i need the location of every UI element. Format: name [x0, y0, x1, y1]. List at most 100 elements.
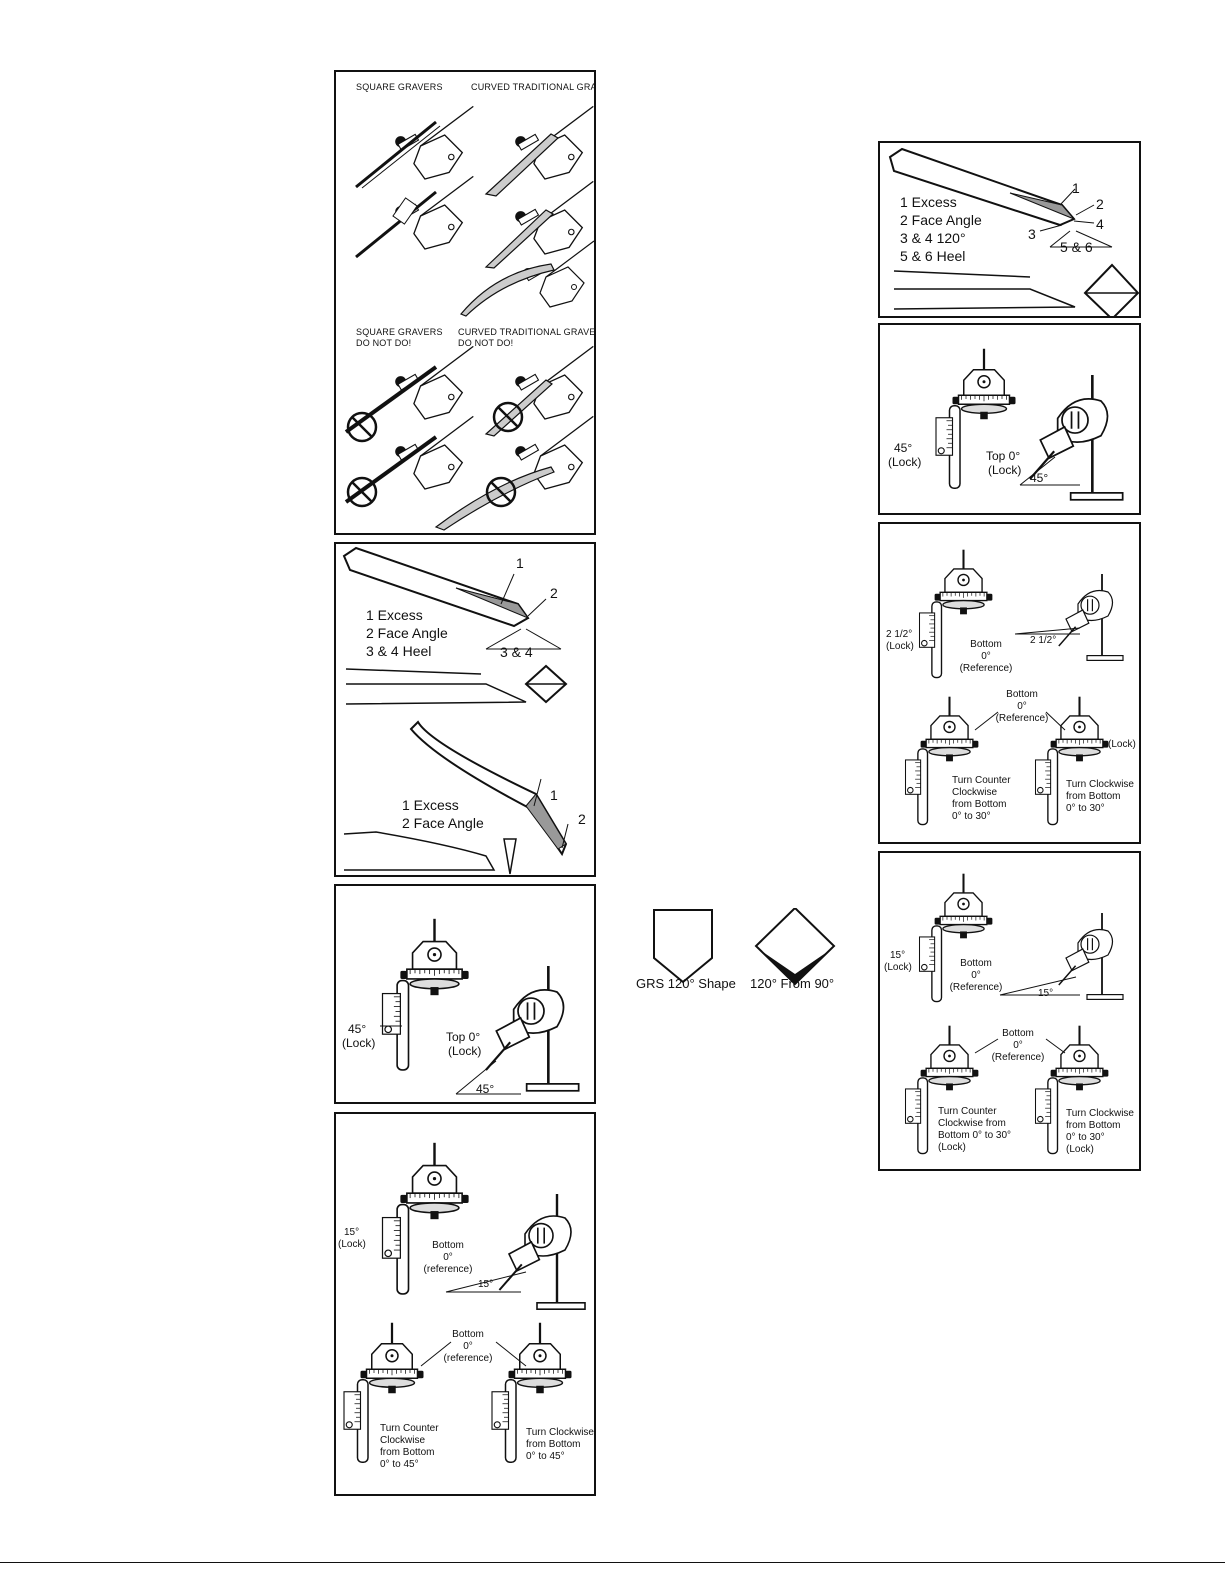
- lock-angle-15-right: 15°: [890, 950, 906, 961]
- lock-angle-15-left: 15°: [344, 1227, 360, 1238]
- cw-line3-15-right: 0° to 30°: [1066, 1132, 1105, 1143]
- legend-120-callout-3: 3: [1028, 226, 1036, 242]
- bottom-label-15-right: Bottom: [960, 958, 992, 969]
- ccw-line2-15-left: Clockwise: [380, 1435, 426, 1446]
- curved-legend-excess: 1 Excess: [402, 797, 459, 813]
- legend-120-callout-4: 4: [1096, 216, 1104, 232]
- cw-line2-15-left: from Bottom: [526, 1439, 581, 1450]
- setup-15-right-illustration: [904, 872, 1125, 1155]
- setup-45-right-illustration: [934, 347, 1125, 502]
- ref-reference-15-right: (Reference): [991, 1052, 1045, 1063]
- grs-120-caption: GRS 120° Shape: [636, 976, 736, 991]
- square-graver-wrong-2: [344, 415, 474, 508]
- square-gravers-dont-warning: DO NOT DO!: [356, 338, 412, 348]
- lock-angle-2half: 2 1/2°: [886, 629, 913, 640]
- legend-120-heel: 5 & 6 Heel: [900, 248, 966, 264]
- legend-120-illustration: [888, 147, 1139, 316]
- square-graver-2: [355, 175, 474, 259]
- cw-line4-15-right: (Lock): [1066, 1144, 1094, 1155]
- heel-panel: 1 2 1 Excess 2 Face Angle 3 & 4 Heel 3 &…: [334, 542, 596, 877]
- lock-label-45-left: (Lock): [342, 1036, 376, 1050]
- cw-line1-15-left: Turn Clockwise: [526, 1427, 594, 1438]
- bottom-label-2half: Bottom: [970, 639, 1002, 650]
- legend-120-callout-2: 2: [1096, 196, 1104, 212]
- ccw-line1-2half: Turn Counter: [952, 775, 1011, 786]
- angle-15-label-right: 15°: [1038, 988, 1054, 999]
- setup-45-left-illustration: [380, 917, 581, 1095]
- ccw-line3-2half: from Bottom: [952, 799, 1007, 810]
- square-gravers-dont-heading: SQUARE GRAVERS: [356, 327, 443, 337]
- ccw-line3-15-left: from Bottom: [380, 1447, 435, 1458]
- ccw-line2-15-right: Clockwise from: [938, 1118, 1006, 1129]
- cw-line1-2half: Turn Clockwise: [1066, 779, 1134, 790]
- ccw-line1-15-right: Turn Counter: [938, 1106, 997, 1117]
- setup-2half-panel: 2 1/2° (Lock) Bottom 0° (Reference) 2 1/…: [878, 522, 1141, 844]
- legend-120-excess: 1 Excess: [900, 194, 957, 210]
- bottom-zero-2half: 0°: [981, 651, 991, 662]
- setup-15-left-panel: 15° (Lock) Bottom 0° (reference) 15° Bot…: [334, 1112, 596, 1496]
- angle-15-label-left: 15°: [478, 1279, 494, 1290]
- cw-line2-15-right: from Bottom: [1066, 1120, 1121, 1131]
- lock-label-15-left: (Lock): [338, 1239, 366, 1250]
- ccw-line3-15-right: Bottom 0° to 30°: [938, 1130, 1012, 1141]
- top-lock-label-right: (Lock): [988, 463, 1022, 477]
- bottom-reference-2half: (Reference): [959, 663, 1013, 674]
- heel-mark-3-4: 3 & 4: [500, 644, 533, 660]
- setup-2half-illustration: [904, 548, 1125, 826]
- top-zero-label-left: Top 0°: [446, 1030, 481, 1044]
- heel-callout-2: 2: [550, 585, 558, 601]
- heel-legend-heel: 3 & 4 Heel: [366, 643, 432, 659]
- legend-120-panel: 1 2 3 4 1 Excess 2 Face Angle 3 & 4 120°…: [878, 141, 1141, 318]
- legend-120-angle: 3 & 4 120°: [900, 230, 966, 246]
- ccw-line4-15-right: (Lock): [938, 1142, 966, 1153]
- square-gravers-heading: SQUARE GRAVERS: [356, 82, 443, 92]
- cw-line1-15-right: Turn Clockwise: [1066, 1108, 1134, 1119]
- bottom-label-15-left: Bottom: [432, 1240, 464, 1251]
- ref-reference-15-left: (reference): [443, 1353, 493, 1364]
- legend-120-heel-mark: 5 & 6: [1060, 239, 1093, 255]
- bottom-zero-15-right: 0°: [971, 970, 981, 981]
- top-lock-label-left: (Lock): [448, 1044, 482, 1058]
- ccw-line2-2half: Clockwise: [952, 787, 998, 798]
- heel-callout-1: 1: [516, 555, 524, 571]
- ref-reference-2half: (Reference): [995, 713, 1049, 724]
- setup-15-left-illustration: [342, 1141, 587, 1464]
- curved-graver-wrong-1: [484, 345, 594, 437]
- gravers-panel: SQUARE GRAVERS CURVED TRADITIONAL GRAVER…: [334, 70, 596, 535]
- lock-label-15-right: (Lock): [884, 962, 912, 973]
- 120-from-90-caption: 120° From 90°: [750, 976, 835, 991]
- heel-illustration: [342, 546, 569, 875]
- curved-gravers-dont-heading: CURVED TRADITIONAL GRAVERS: [458, 327, 596, 337]
- ref-zero-15-right: 0°: [1013, 1040, 1023, 1051]
- angle-45-label-left: 45°: [476, 1082, 495, 1096]
- ccw-line1-15-left: Turn Counter: [380, 1423, 439, 1434]
- 120-from-90-shape: [754, 908, 836, 986]
- setup-15-right-panel: 15° (Lock) Bottom 0° (Reference) 15° Bot…: [878, 851, 1141, 1171]
- curved-callout-1: 1: [550, 787, 558, 803]
- curved-gravers-dont-warning: DO NOT DO!: [458, 338, 514, 348]
- square-graver-wrong-1: [344, 345, 474, 443]
- lock-label-45-right: (Lock): [888, 455, 922, 469]
- shape-icons: [653, 908, 836, 986]
- ccw-line4-15-left: 0° to 45°: [380, 1459, 419, 1470]
- heel-legend-excess: 1 Excess: [366, 607, 423, 623]
- bottom-reference-15-left: (reference): [423, 1264, 473, 1275]
- ref-label-15-right: Bottom: [1002, 1028, 1034, 1039]
- cw-line2-2half: from Bottom: [1066, 791, 1121, 802]
- square-graver-1: [355, 105, 474, 189]
- setup-45-left-panel: 45° (Lock) Top 0° (Lock) 45°: [334, 884, 596, 1104]
- page-bottom-rule: [0, 1562, 1225, 1563]
- lock-label-2half: (Lock): [886, 641, 914, 652]
- legend-120-face-angle: 2 Face Angle: [900, 212, 982, 228]
- bottom-reference-15-right: (Reference): [949, 982, 1003, 993]
- lock-angle-45-left: 45°: [348, 1022, 367, 1036]
- curved-graver-1: [484, 105, 594, 197]
- heel-legend-face-angle: 2 Face Angle: [366, 625, 448, 641]
- ref-label-15-left: Bottom: [452, 1329, 484, 1340]
- curved-graver-wrong-2: [434, 415, 594, 531]
- ref-zero-15-left: 0°: [463, 1341, 473, 1352]
- legend-120-callout-1: 1: [1072, 180, 1080, 196]
- lock-angle-45-right: 45°: [894, 441, 913, 455]
- setup-45-right-panel: 45° (Lock) Top 0° (Lock) 45°: [878, 323, 1141, 515]
- gravers-illustration: [344, 105, 594, 531]
